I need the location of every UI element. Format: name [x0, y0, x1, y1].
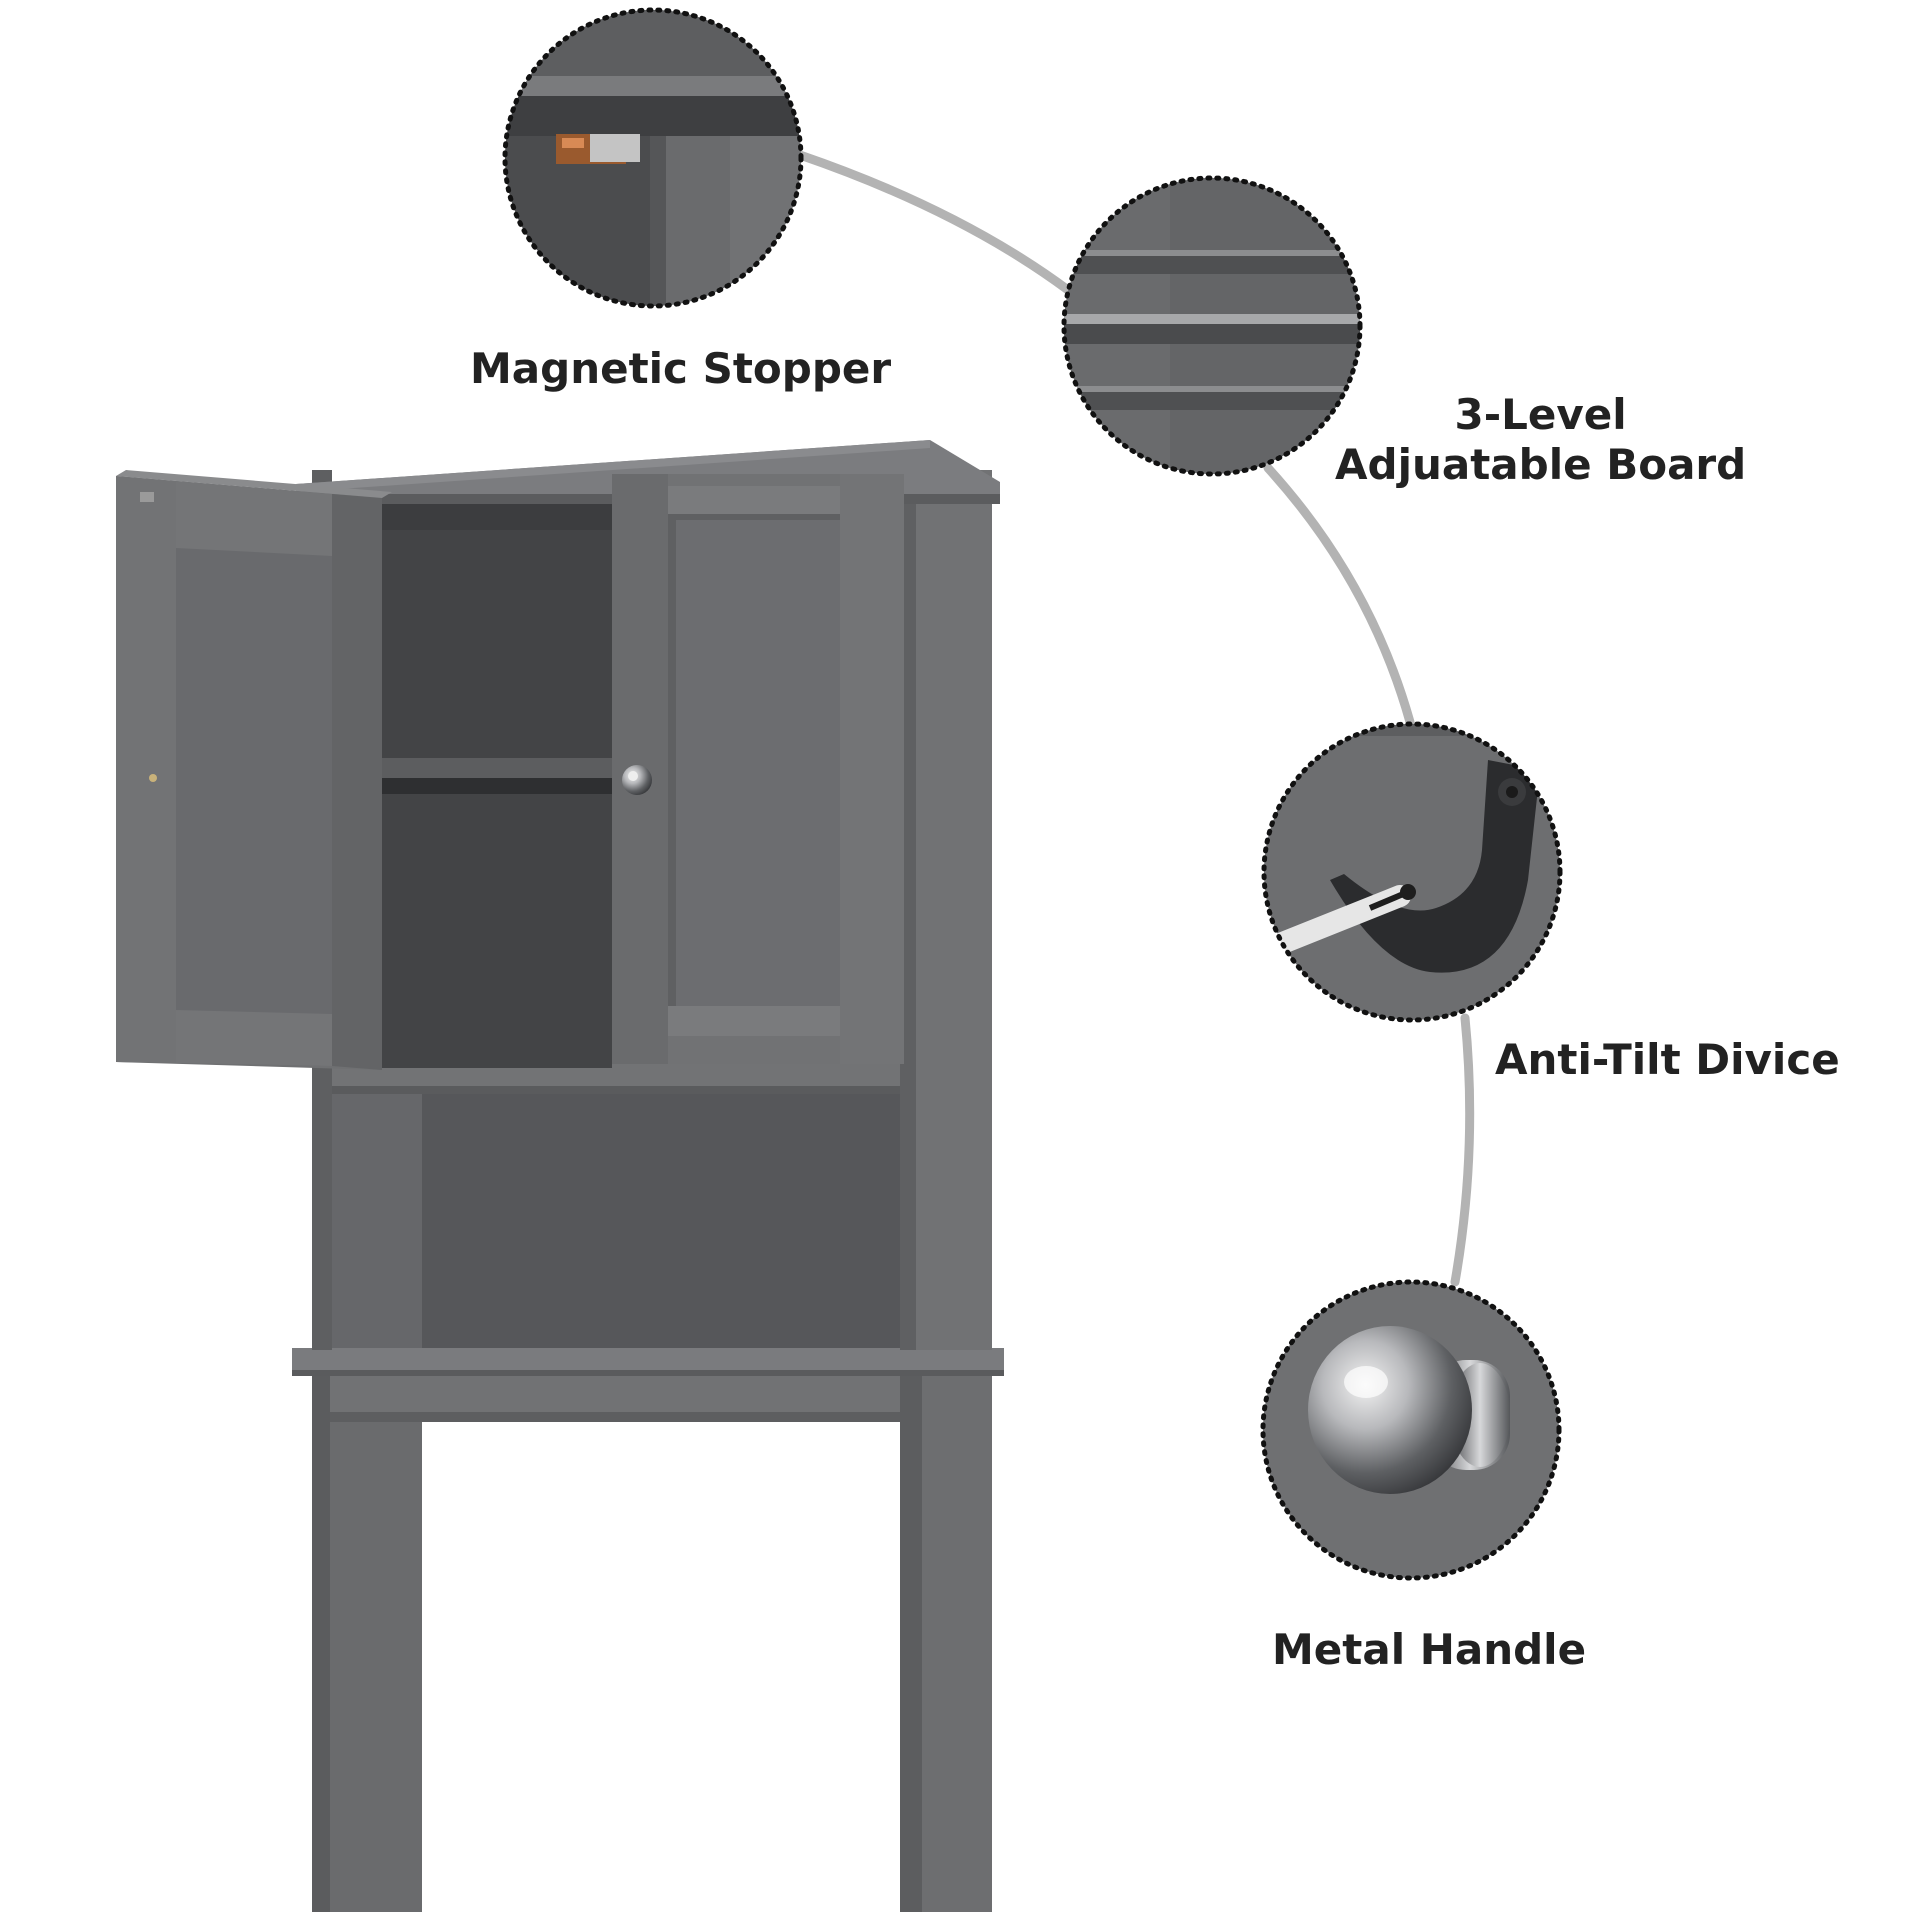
- knob-handle-icon: [1260, 1279, 1562, 1581]
- cabinet-right-door: [612, 474, 904, 1064]
- cabinet-bottom-plank: [292, 1348, 1004, 1374]
- cabinet: [116, 440, 1004, 1912]
- label-adjustable-board: 3-Level Adjuatable Board: [1335, 390, 1746, 491]
- label-adjustable-board-line2: Adjuatable Board: [1335, 440, 1747, 490]
- magnet-catch-icon: [502, 7, 804, 309]
- label-anti-tilt: Anti-Tilt Divice: [1495, 1035, 1840, 1084]
- connector-lines: [795, 150, 1475, 1287]
- label-magnetic-stopper: Magnetic Stopper: [470, 344, 892, 393]
- cabinet-inner-shelf: [380, 758, 612, 780]
- shelf-board-icon: [1061, 175, 1363, 477]
- label-adjustable-board-line1: 3-Level: [1454, 390, 1627, 439]
- cabinet-left-door: [116, 470, 392, 1070]
- label-metal-handle: Metal Handle: [1272, 1625, 1587, 1674]
- cabinet-leg-left: [312, 1352, 422, 1912]
- cabinet-knob: [622, 765, 652, 795]
- anti-tilt-bracket-icon: [1261, 721, 1563, 1023]
